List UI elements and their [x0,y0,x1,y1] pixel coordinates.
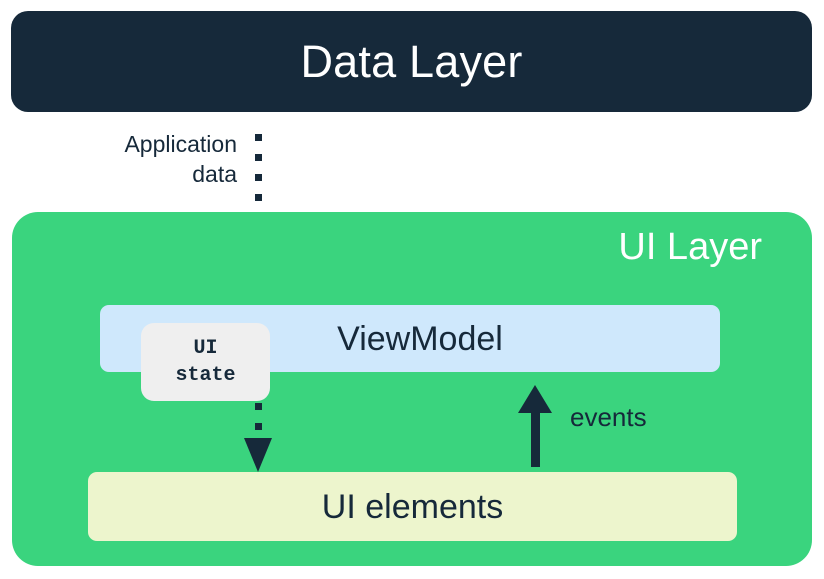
ui-elements-box[interactable]: UI elements [88,472,737,541]
data-layer-label: Data Layer [300,36,523,87]
ui-state-badge[interactable]: UI state [141,323,270,401]
dotted-line-segment [255,134,262,262]
application-data-label: Application data [55,129,237,190]
arrowhead-down-icon [244,438,272,472]
ui-layer-label: UI Layer [618,226,762,268]
ui-state-badge-line1: UI [193,337,218,360]
events-label: events [570,402,647,432]
arrowhead-up-icon [518,385,552,413]
ui-state-badge-line2: state [175,364,236,387]
ui-elements-label: UI elements [321,487,504,526]
dotted-line-segment [255,403,262,436]
application-data-label-line2: data [192,161,237,188]
viewmodel-label: ViewModel [337,319,503,358]
application-data-label-line1: Application [124,131,237,157]
data-layer-box[interactable]: Data Layer [11,11,812,112]
ui-state-dotted-arrow [244,403,272,472]
events-arrow [518,385,552,467]
arrow-shaft [531,409,540,467]
